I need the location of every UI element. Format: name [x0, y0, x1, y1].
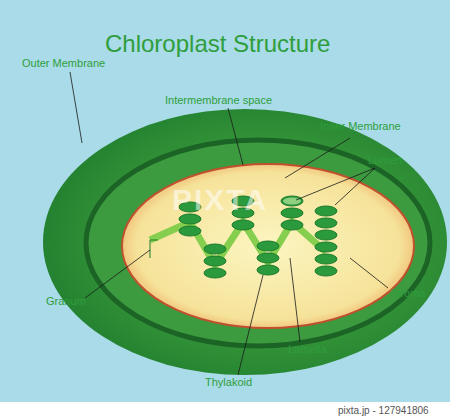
diagram-title: Chloroplast Structure [105, 30, 330, 58]
outer-membrane [43, 109, 447, 375]
part-label: Inner Membrane [320, 120, 401, 133]
part-label: Granum [46, 295, 86, 308]
part-label: Stroma [390, 287, 425, 300]
granum-bracket [150, 240, 158, 258]
watermark: pixta.jp - 127941806 [338, 405, 429, 417]
watermark: PIXTA [172, 184, 268, 216]
footer-strip [0, 402, 450, 419]
lumen-highlight [283, 198, 301, 205]
part-label: Outer Membrane [22, 57, 105, 70]
stroma [122, 164, 414, 328]
part-label: Thylakoid [205, 376, 252, 389]
part-label: Lumen [368, 154, 402, 167]
leader-lines [70, 72, 388, 375]
part-label: Intermembrane space [165, 94, 272, 107]
inner-membrane [86, 140, 430, 346]
part-label: Lamella [288, 343, 327, 356]
